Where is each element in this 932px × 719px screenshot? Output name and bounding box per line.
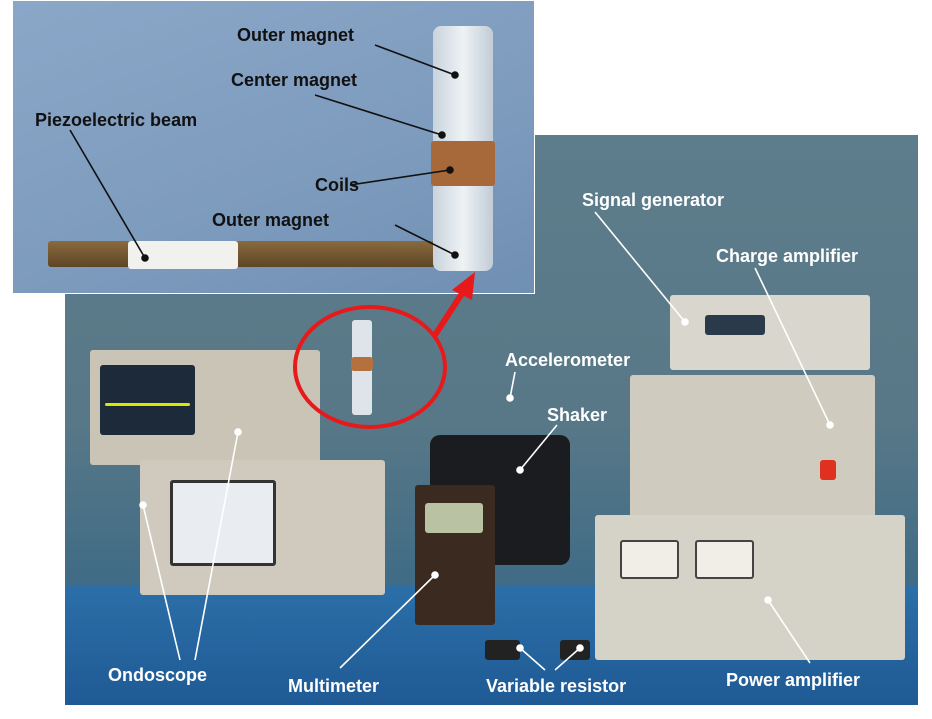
signal-generator-body [670,295,870,370]
oscilloscope-rear-screen [100,365,195,435]
variable-resistor-2 [560,640,590,660]
label-piezoelectric-beam: Piezoelectric beam [35,110,198,130]
label-center-magnet: Center magnet [231,70,358,90]
signal-generator-display [705,315,765,335]
meter-left [620,540,679,579]
label-variable-resistor: Variable resistor [486,676,627,696]
label-signal-generator: Signal generator [582,190,725,210]
trace [105,403,190,406]
power-amplifier-body [595,515,905,660]
coils-photo [431,141,495,186]
variable-resistor-1 [485,640,520,660]
piezoelectric-beam [48,241,478,267]
label-shaker: Shaker [547,405,608,425]
harvester-closeup-photo [12,0,535,294]
power-switch [820,460,836,480]
harvester-coil [351,357,373,371]
label-power-amplifier: Power amplifier [726,670,861,690]
arrow-head [452,272,475,300]
highlight-arrow [432,290,466,337]
label-ondoscope: Ondoscope [108,665,208,685]
highlight-ellipse [293,305,447,429]
label-outer-magnet-top: Outer magnet [237,25,355,45]
label-accelerometer: Accelerometer [505,350,631,370]
charge-amplifier-body [630,375,875,520]
multimeter-display [425,503,483,533]
label-coils: Coils [315,175,360,195]
label-outer-magnet-bottom: Outer magnet [212,210,330,230]
label-multimeter: Multimeter [288,676,380,696]
meter-right [695,540,754,579]
label-charge-amplifier: Charge amplifier [716,246,859,266]
oscilloscope-front-screen [170,480,276,566]
